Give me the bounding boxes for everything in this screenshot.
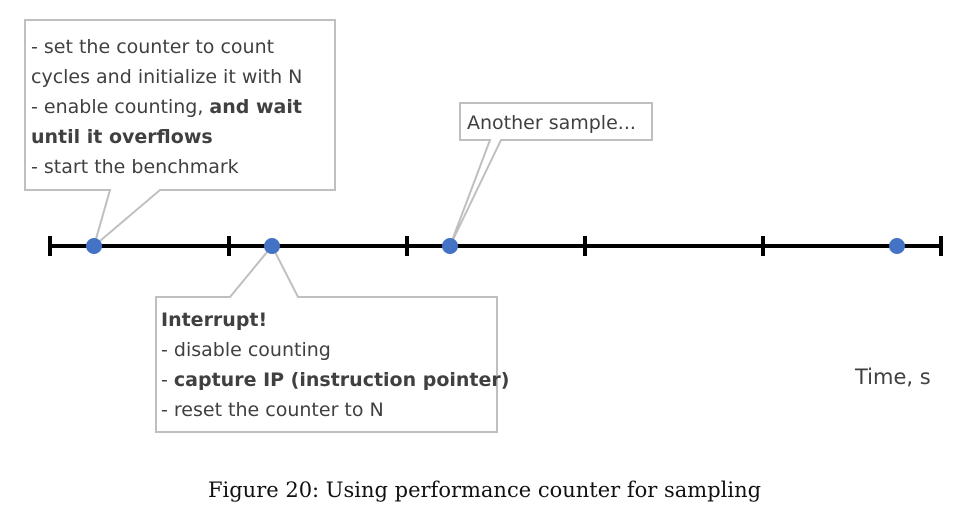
setup-callout-box — [24, 19, 336, 249]
callout-line: until it overflows — [31, 122, 302, 152]
callout-text-run: Another sample... — [467, 112, 636, 134]
callout-text-run: - enable counting, — [31, 96, 210, 118]
callout-text-run: - set the counter to count — [31, 36, 275, 58]
callout-text-run: - reset the counter to N — [161, 399, 384, 421]
sample-point — [889, 238, 905, 254]
callout-line: - enable counting, and wait — [31, 92, 302, 122]
callout-bold-text: and wait — [209, 96, 302, 118]
callout-line: cycles and initialize it with N — [31, 62, 302, 92]
interrupt-callout-text: Interrupt! - disable counting - capture IP… — [161, 305, 509, 425]
callout-bold-text: capture IP (instruction pointer) — [173, 369, 510, 391]
callout-line: - reset the counter to N — [161, 395, 509, 425]
callout-line: Another sample... — [467, 108, 636, 138]
callout-line: - disable counting — [161, 335, 509, 365]
sample-point — [442, 238, 458, 254]
callout-text-run: - disable counting — [161, 339, 331, 361]
callout-line: - set the counter to count — [31, 32, 302, 62]
callout-bold-text: Interrupt! — [161, 309, 268, 331]
sample-point — [86, 238, 102, 254]
callout-text-run: - start the benchmark — [31, 156, 239, 178]
time-axis-label: Time, s — [855, 365, 931, 389]
callout-line: - start the benchmark — [31, 152, 302, 182]
callout-text-run: cycles and initialize it with N — [31, 66, 303, 88]
callout-text-run: - — [161, 369, 174, 391]
another-callout-box — [449, 102, 653, 247]
callout-line: Interrupt! — [161, 305, 509, 335]
sample-point — [264, 238, 280, 254]
another-sample-callout-text: Another sample... — [467, 108, 636, 138]
setup-callout-text: - set the counter to count cycles and ini… — [31, 32, 302, 182]
callout-line: - capture IP (instruction pointer) — [161, 365, 509, 395]
interrupt-callout-box — [155, 244, 498, 433]
figure-caption: Figure 20: Using performance counter for… — [207, 478, 762, 502]
callout-bold-text: until it overflows — [31, 126, 213, 148]
